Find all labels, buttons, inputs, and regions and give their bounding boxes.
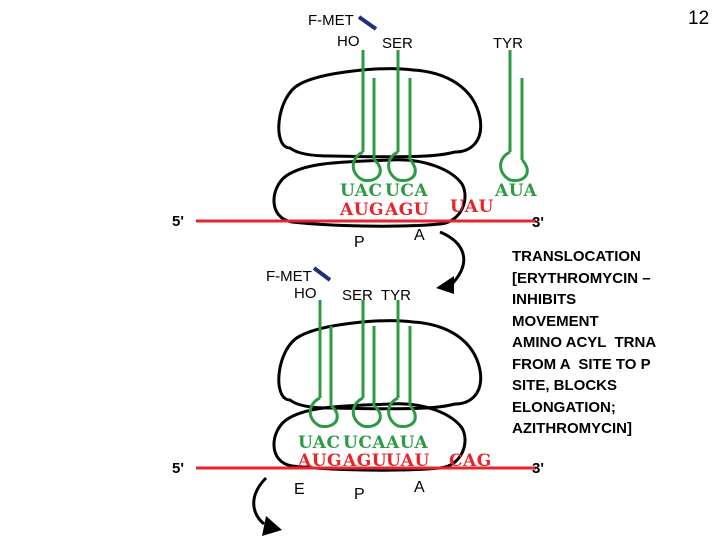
bottom-anticodon-2: UCA [343,433,386,453]
page-number: 12 [688,8,709,29]
bottom-peptide-bond [312,266,332,282]
bottom-three-prime: 3' [532,460,544,477]
bottom-large-subunit [277,319,483,411]
bottom-e-site-label: E [294,481,305,498]
note-line: AMINO ACYL TRNA [512,334,657,351]
note-line: SITE, BLOCKS [512,377,618,394]
bottom-fmet-label: F-MET [266,268,312,285]
top-fmet-label: F-MET [308,12,354,29]
note-line: INHIBITS [512,291,577,308]
bottom-a-site-label: A [414,479,425,496]
top-codon-1: AUG [339,200,384,220]
top-five-prime: 5' [172,213,184,230]
top-ser-trna [387,50,417,182]
top-fmet-trna [351,50,382,182]
bottom-ribosome [272,319,483,472]
note-line: MOVEMENT [512,312,599,330]
top-peptide-bond [357,15,378,31]
bottom-tyr-trna [387,300,417,428]
top-anticodon-2: UCA [385,181,428,201]
bottom-ho-label: HO [294,285,317,302]
top-a-site-label: A [414,227,425,244]
top-codon-next: UAU [450,197,494,217]
bottom-p-site-label: P [354,486,365,503]
top-three-prime: 3' [532,214,544,231]
top-p-site-label: P [354,234,365,251]
top-large-subunit [277,67,483,159]
translocation-note: TRANSLOCATION [ERYTHROMYCIN – INHIBITS M… [512,246,712,440]
bottom-anticodon-1: UAC [298,433,341,453]
top-small-subunit [272,158,467,228]
bottom-ser-tyr-label: SER TYR [342,287,411,304]
bottom-ser-trna [351,300,382,428]
note-line: TRANSLOCATION [512,248,641,265]
bottom-small-subunit [272,402,467,472]
note-line: AZITHROMYCIN] [512,420,632,437]
top-ser-label: SER [382,35,413,52]
top-ho-label: HO [337,33,360,50]
bottom-codon-2: AGU [342,451,387,471]
top-codon-2: AGU [384,200,429,220]
top-tyr-trna [499,50,529,182]
note-line: [ERYTHROMYCIN – [512,269,651,287]
bottom-fmet-trna [308,300,339,428]
top-anticodon-incoming: AUA [494,181,537,201]
translocation-arrow [436,230,466,294]
bottom-five-prime: 5' [172,460,184,477]
bottom-anticodon-3: AUA [385,433,428,453]
exit-arrow [252,476,282,536]
bottom-codon-1: AUG [297,451,342,471]
note-line: FROM A SITE TO P [512,355,651,373]
top-ribosome [272,67,483,228]
top-tyr-label: TYR [493,35,523,52]
top-anticodon-1: UAC [340,181,383,201]
bottom-codon-next: CAG [449,451,492,471]
bottom-codon-3: UAU [386,451,430,471]
note-line: ELONGATION; [512,398,616,416]
